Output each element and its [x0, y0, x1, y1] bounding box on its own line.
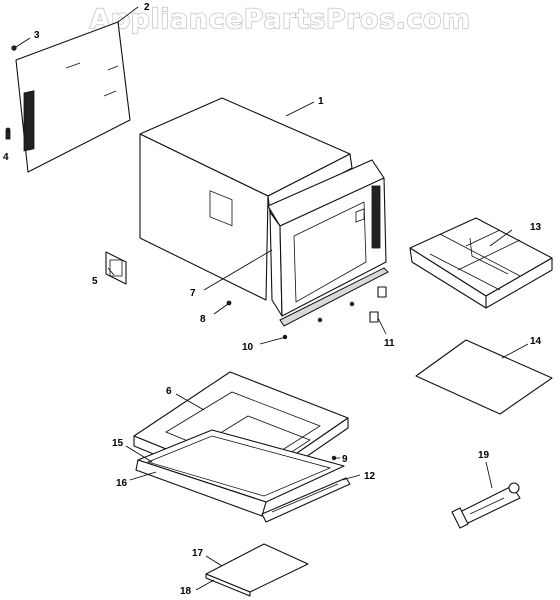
filter-part	[205, 543, 309, 597]
front-trim-strip-part	[261, 477, 351, 523]
callout-2: 2	[144, 2, 150, 13]
callout-19: 19	[478, 450, 490, 461]
callout-4: 4	[3, 152, 9, 163]
callout-8: 8	[200, 314, 206, 325]
leader-lines	[107, 6, 529, 591]
oven-door-frame	[267, 159, 387, 317]
callout-16: 16	[116, 478, 128, 489]
callout-3: 3	[34, 30, 40, 41]
foot-part	[369, 286, 387, 323]
watermark-logo: AppliancePartsPros.com	[89, 3, 471, 35]
callout-14: 14	[530, 336, 542, 347]
callout-15: 15	[112, 438, 124, 449]
callout-11: 11	[384, 338, 395, 349]
door-strip-part	[279, 267, 389, 340]
cooking-rack-part	[409, 217, 553, 309]
tray-mat-part	[415, 339, 553, 415]
callout-12: 12	[364, 471, 376, 482]
callout-13: 13	[530, 222, 542, 233]
grease-tube-part	[451, 482, 521, 529]
rear-panel-part	[15, 21, 131, 173]
screw-part-8	[213, 300, 232, 315]
callout-18: 18	[180, 586, 192, 597]
panel-clip-part	[105, 251, 127, 285]
callout-9: 9	[342, 454, 348, 465]
callout-17: 17	[192, 548, 204, 559]
callout-7: 7	[190, 288, 196, 299]
callout-1: 1	[318, 96, 324, 107]
screw-part-3	[11, 37, 31, 51]
callout-10: 10	[242, 342, 254, 353]
screw-part-4	[5, 127, 11, 140]
callout-5: 5	[92, 276, 98, 287]
bottom-tray-part	[135, 429, 345, 517]
callout-6: 6	[166, 386, 172, 397]
